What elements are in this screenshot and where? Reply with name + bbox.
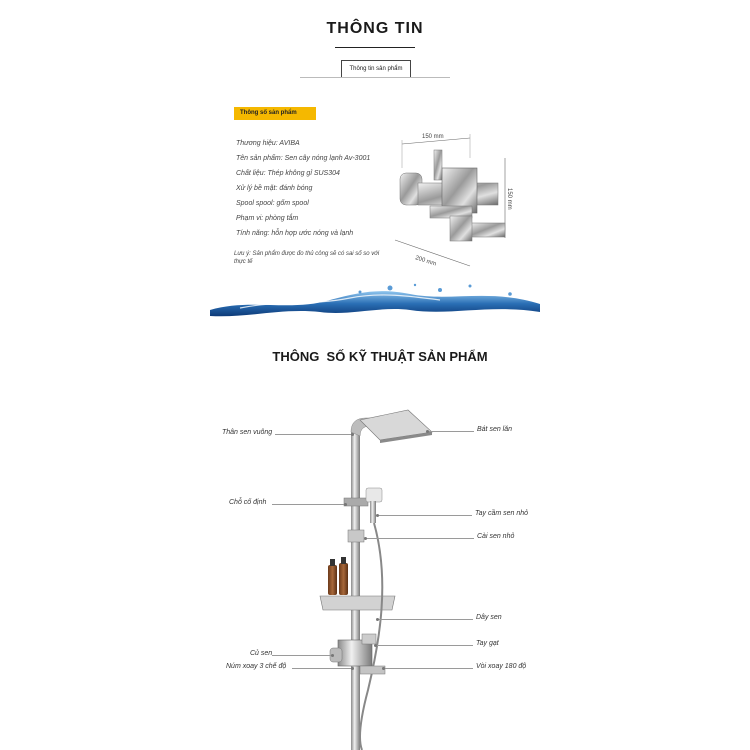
spec-spool: Spool spool: gốm spool [236,200,309,207]
spec-brand: Thương hiệu: AVIBA [236,140,300,147]
spec-material: Chất liệu: Thép không gỉ SUS304 [236,170,340,177]
leader-dot [376,514,379,517]
label-fixed-bracket: Chỗ cố định [229,499,267,506]
leader-line [384,668,473,669]
tab-divider [300,77,450,78]
label-hand-shower: Tay cầm sen nhỏ [475,510,529,517]
dim-height-label: 150 mm [506,188,512,210]
leader-line [292,668,352,669]
label-hose: Dây sen [476,614,502,621]
spec-finish: Xử lý bề mặt: đánh bóng [236,185,313,192]
leader-line [378,515,472,516]
label-valve-body: Củ sen [250,650,273,657]
leader-line [272,504,345,505]
label-square-body: Thân sen vuông [222,429,273,436]
faucet-dimension-image: 150 mm 150 mm 200 mm [394,134,512,268]
dim-length-label: 200 mm [414,255,436,267]
leader-dot [426,430,429,433]
page-title: THÔNG TIN [326,20,424,37]
spec-feature: Tính năng: hỗn hợp ước nóng và lạnh [236,230,354,237]
label-hand-holder: Cài sen nhỏ [477,533,515,540]
label-rain-head: Bát sen lăn [477,426,513,433]
spec-scope: Phạm vi: phòng tắm [236,215,299,222]
leader-dot [351,667,354,670]
tab-product-info[interactable]: Thông tin sản phẩm [341,60,411,78]
leader-line [275,434,352,435]
title-underline [335,47,415,48]
leader-line [272,655,332,656]
leader-line [428,431,474,432]
leader-dot [344,503,347,506]
leader-line [376,645,473,646]
label-swivel-spout: Vòi xoay 180 độ [476,663,527,670]
leader-line [378,619,473,620]
leader-dot [331,654,334,657]
leader-dot [374,644,377,647]
leader-dot [376,618,379,621]
spec-note: Lưu ý: Sản phẩm được đo thủ công sẽ có s… [234,251,380,265]
technical-title: THÔNG SỐ KỸ THUẬT SẢN PHẨM [272,349,488,364]
label-3-mode-knob: Núm xoay 3 chế độ [226,663,287,670]
water-splash-image [210,283,540,317]
label-lever: Tay gạt [476,640,499,647]
shower-column-image [319,409,433,750]
specs-badge: Thông số sản phẩm [234,107,316,120]
leader-dot [351,433,354,436]
spec-product-name: Tên sản phẩm: Sen cây nóng lạnh Av-3001 [236,155,371,162]
leader-dot [364,537,367,540]
dim-width-label: 150 mm [422,134,444,140]
leader-dot [382,667,385,670]
leader-line [366,538,474,539]
